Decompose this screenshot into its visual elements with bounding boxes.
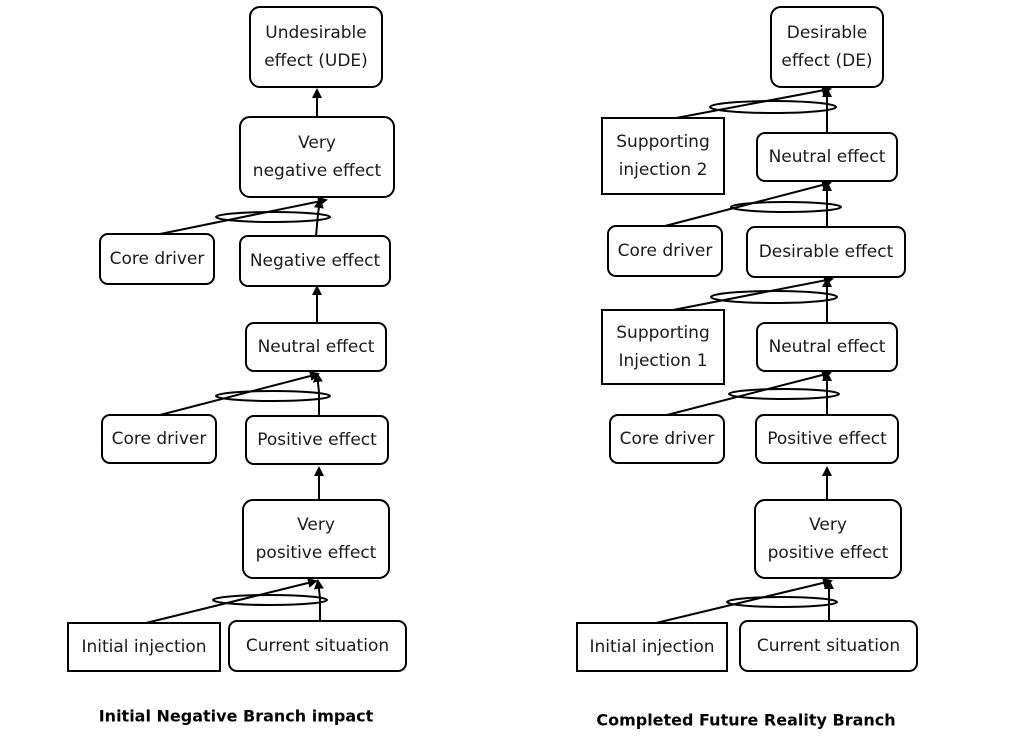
node-label-line: positive effect: [768, 543, 889, 563]
arrow-core-driver-to-neutral: [159, 371, 320, 416]
nodes: Undesirable effect (UDE) Very negative effe…: [67, 6, 918, 672]
node-left-very-positive: Very positive effect: [242, 499, 390, 579]
node-box: [576, 622, 728, 672]
arrow-supporting-injection-1-to-desirable: [672, 275, 834, 311]
node-box: [228, 620, 407, 672]
node-box: [601, 309, 725, 385]
node-left-very-negative: Very negative effect: [239, 116, 395, 198]
node-right-de: Desirable effect (DE): [770, 6, 884, 88]
node-right-very-positive: Very positive effect: [754, 499, 902, 579]
edges: [145, 85, 842, 624]
node-label-line: Core driver: [112, 429, 207, 449]
node-left-core-driver-lower: Core driver: [101, 414, 217, 464]
node-label-line: Very: [297, 515, 335, 535]
node-box: [756, 132, 898, 182]
node-label-line: Initial injection: [589, 637, 714, 657]
arrow-supporting-injection-2-to-de: [675, 85, 832, 119]
caption-left: Initial Negative Branch impact: [99, 707, 374, 726]
node-right-neutral-lower: Neutral effect: [756, 322, 898, 372]
arrow-positive-to-neutral: [312, 372, 323, 393]
node-box: [746, 226, 906, 278]
node-box: [609, 414, 725, 464]
node-label-line: Positive effect: [257, 430, 377, 450]
node-label-line: effect (DE): [781, 51, 872, 71]
node-label-line: Supporting: [616, 132, 710, 152]
node-right-neutral-upper: Neutral effect: [756, 132, 898, 182]
node-label-line: Supporting: [616, 323, 710, 343]
and-ellipse-right-lower: [728, 388, 840, 400]
node-left-current-situation: Current situation: [228, 620, 407, 672]
node-label-line: effect (UDE): [264, 51, 368, 71]
edge-negative-up: [315, 213, 319, 237]
node-label-line: Undesirable: [265, 23, 366, 43]
and-ellipse-left-middle: [215, 390, 331, 402]
node-label-line: Neutral effect: [769, 147, 886, 167]
node-label-line: negative effect: [253, 161, 382, 181]
and-ellipse-right-upper: [730, 201, 842, 213]
arrow-initial-injection-to-very-positive: [145, 578, 318, 624]
node-label-line: Core driver: [618, 241, 713, 261]
node-right-supporting-injection-2: Supporting injection 2: [601, 117, 725, 195]
node-label-line: Desirable effect: [759, 242, 894, 262]
node-box: [770, 6, 884, 88]
node-box: [756, 322, 898, 372]
node-label-line: Injection 1: [618, 351, 707, 371]
node-box: [607, 225, 723, 277]
node-label-line: injection 2: [619, 160, 708, 180]
node-box: [245, 322, 387, 372]
node-box: [239, 116, 395, 198]
node-label-line: Desirable: [787, 23, 868, 43]
node-left-neutral: Neutral effect: [245, 322, 387, 372]
arrow-current-situation-to-very-positive: [313, 579, 324, 599]
node-right-core-driver: Core driver: [607, 225, 723, 277]
arrow-core-driver-to-very-negative: [159, 196, 328, 235]
node-box: [754, 499, 902, 579]
node-label-line: Positive effect: [767, 429, 887, 449]
arrow-core-driver-to-neutral-upper: [664, 180, 832, 227]
node-box: [601, 117, 725, 195]
and-ellipse-left-lower: [212, 594, 328, 606]
node-label-line: Neutral effect: [258, 337, 375, 357]
captions: Initial Negative Branch impact Completed …: [99, 707, 896, 730]
node-left-initial-injection: Initial injection: [67, 622, 221, 672]
node-label-line: Very: [809, 515, 847, 535]
node-label-line: Neutral effect: [769, 337, 886, 357]
node-box: [245, 415, 389, 465]
node-box: [739, 620, 918, 672]
arrow-negative-to-very-negative: [313, 198, 324, 215]
node-label-line: Very: [298, 133, 336, 153]
node-left-positive: Positive effect: [245, 415, 389, 465]
and-ellipse-right-bottom: [726, 596, 838, 608]
node-box: [242, 499, 390, 579]
node-right-desirable: Desirable effect: [746, 226, 906, 278]
arrow-core-driver-to-neutral-lower: [666, 370, 832, 416]
node-left-ude: Undesirable effect (UDE): [249, 6, 383, 88]
node-box: [99, 233, 215, 285]
and-ellipse-right-middle: [710, 290, 838, 304]
arrow-initial-injection-to-very-positive-right: [655, 578, 833, 624]
node-label-line: Core driver: [620, 429, 715, 449]
node-label-line: Current situation: [757, 636, 900, 656]
node-label-line: Current situation: [246, 636, 389, 656]
node-box: [249, 6, 383, 88]
node-right-core-driver-lower: Core driver: [609, 414, 725, 464]
node-box: [239, 235, 391, 287]
node-left-core-driver-upper: Core driver: [99, 233, 215, 285]
node-label-line: Initial injection: [81, 637, 206, 657]
node-box: [755, 414, 899, 464]
node-right-initial-injection: Initial injection: [576, 622, 728, 672]
node-box: [101, 414, 217, 464]
node-label-line: positive effect: [256, 543, 377, 563]
node-right-current-situation: Current situation: [739, 620, 918, 672]
node-label-line: Negative effect: [250, 251, 381, 271]
node-label-line: Core driver: [110, 249, 205, 269]
node-box: [67, 622, 221, 672]
node-left-negative: Negative effect: [239, 235, 391, 287]
and-ellipse-left-upper: [215, 211, 331, 223]
node-right-positive: Positive effect: [755, 414, 899, 464]
caption-right: Completed Future Reality Branch: [596, 711, 895, 730]
and-ellipse-right-top: [709, 100, 837, 114]
